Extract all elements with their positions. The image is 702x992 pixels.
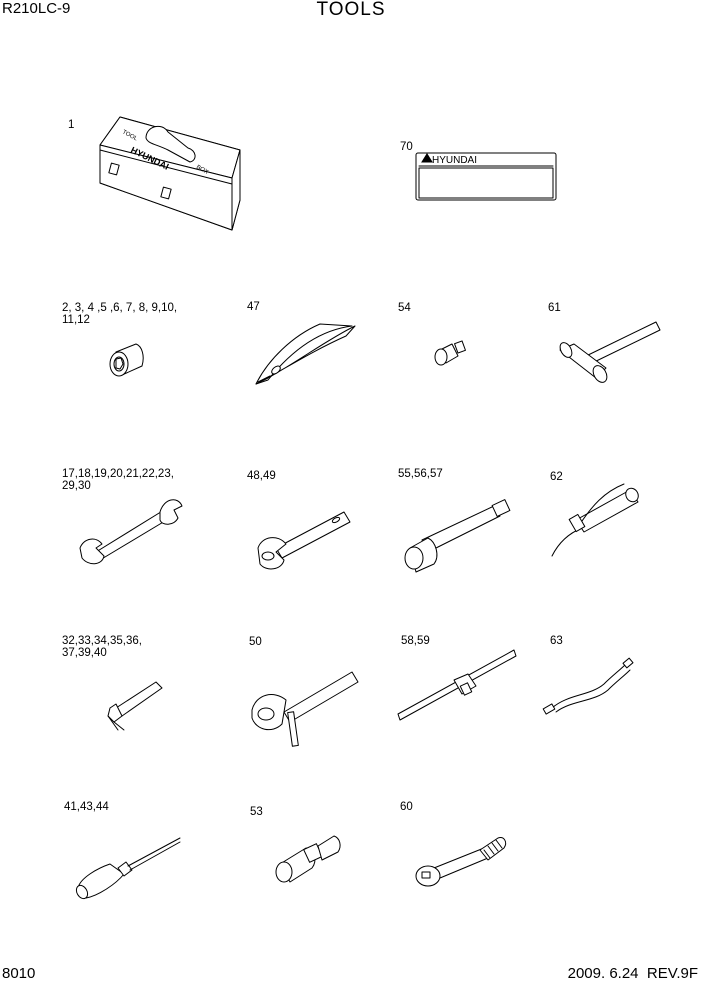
socket-icon xyxy=(109,343,144,377)
open-end-wrench-icon xyxy=(79,499,183,565)
hammer-icon xyxy=(559,321,661,383)
ref-label-extension-bar: 55,56,57 xyxy=(398,468,443,480)
toolbox-icon: TOOL BOX HYUNDAI xyxy=(99,116,241,231)
nameplate-icon: HYUNDAI xyxy=(415,152,557,201)
ref-label-hammer: 61 xyxy=(548,302,561,314)
ref-label-hose: 63 xyxy=(550,635,563,647)
page-number: 8010 xyxy=(2,965,36,982)
hex-key-icon xyxy=(107,681,163,731)
toolbox-lid-text-right: BOX xyxy=(195,164,209,175)
ratchet-icon xyxy=(415,837,507,887)
ref-label-nameplate: 70 xyxy=(400,141,413,153)
t-handle-icon xyxy=(397,649,517,721)
ref-label-screwdriver: 41,43,44 xyxy=(64,801,109,813)
ref-label-open-end-wrench: 17,18,19,20,21,22,23, 29,30 xyxy=(62,468,174,492)
model-code: R210LC-9 xyxy=(2,0,71,17)
adapter-icon xyxy=(434,340,466,366)
ref-label-pipe-wrench: 50 xyxy=(249,636,262,648)
pipe-wrench-icon xyxy=(251,671,359,747)
hose-icon xyxy=(542,657,634,715)
ref-label-pliers: 47 xyxy=(247,301,260,313)
ref-label-adjustable-wrench: 48,49 xyxy=(247,470,276,482)
ref-label-ratchet: 60 xyxy=(400,801,413,813)
ref-label-grease-gun: 62 xyxy=(550,471,563,483)
ref-label-hex-key: 32,33,34,35,36, 37,39,40 xyxy=(62,635,142,659)
ref-label-toolbox: 1 xyxy=(68,119,75,131)
universal-joint-icon xyxy=(275,835,341,883)
ref-label-adapter: 54 xyxy=(398,302,411,314)
ref-label-t-handle: 58,59 xyxy=(401,635,430,647)
grease-gun-icon xyxy=(551,483,639,557)
ref-label-socket: 2, 3, 4 ,5 ,6, 7, 8, 9,10, 11,12 xyxy=(62,302,178,326)
extension-bar-icon xyxy=(404,499,511,573)
adjustable-wrench-icon xyxy=(257,511,351,570)
revision-date: 2009. 6.24 REV.9F xyxy=(567,965,698,982)
page-title: TOOLS xyxy=(316,0,386,20)
ref-label-universal-joint: 53 xyxy=(250,806,263,818)
pliers-icon xyxy=(255,323,356,385)
nameplate-brand: HYUNDAI xyxy=(432,155,477,166)
screwdriver-icon xyxy=(75,837,181,900)
